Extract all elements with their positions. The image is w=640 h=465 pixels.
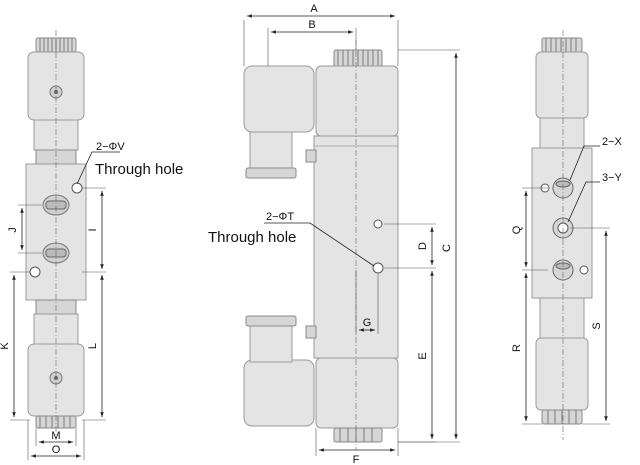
dim-E: E xyxy=(417,352,429,359)
dim-G: G xyxy=(363,317,372,329)
dim-B: B xyxy=(308,19,315,31)
right-port-y: 3−Y xyxy=(602,172,623,184)
dim-M: M xyxy=(51,430,60,442)
dim-D: D xyxy=(417,242,429,250)
dim-J: J xyxy=(7,227,19,233)
dim-L: L xyxy=(87,343,99,349)
dim-R: R xyxy=(511,344,523,352)
dim-S: S xyxy=(591,322,603,329)
middle-hole-note: Through hole xyxy=(208,229,296,246)
dim-O: O xyxy=(52,444,61,456)
left-hole-note: Through hole xyxy=(95,161,183,178)
dim-I: I xyxy=(87,228,99,231)
middle-hole-spec: 2−ΦT xyxy=(266,211,294,223)
left-hole-spec: 2−ΦV xyxy=(96,141,125,153)
dim-Q: Q xyxy=(511,225,523,234)
dimension-labels: A B C D E F G I J K L M O Q R S xyxy=(0,3,603,465)
right-view xyxy=(522,30,610,440)
callout-labels: 2−ΦV Through hole 2−ΦT Through hole 2−X … xyxy=(95,136,623,246)
dim-K: K xyxy=(0,342,11,350)
dim-C: C xyxy=(441,244,453,252)
middle-view xyxy=(243,14,460,456)
right-port-x: 2−X xyxy=(602,136,623,148)
dim-F: F xyxy=(353,454,360,465)
dim-A: A xyxy=(310,3,318,15)
left-view xyxy=(10,30,120,460)
